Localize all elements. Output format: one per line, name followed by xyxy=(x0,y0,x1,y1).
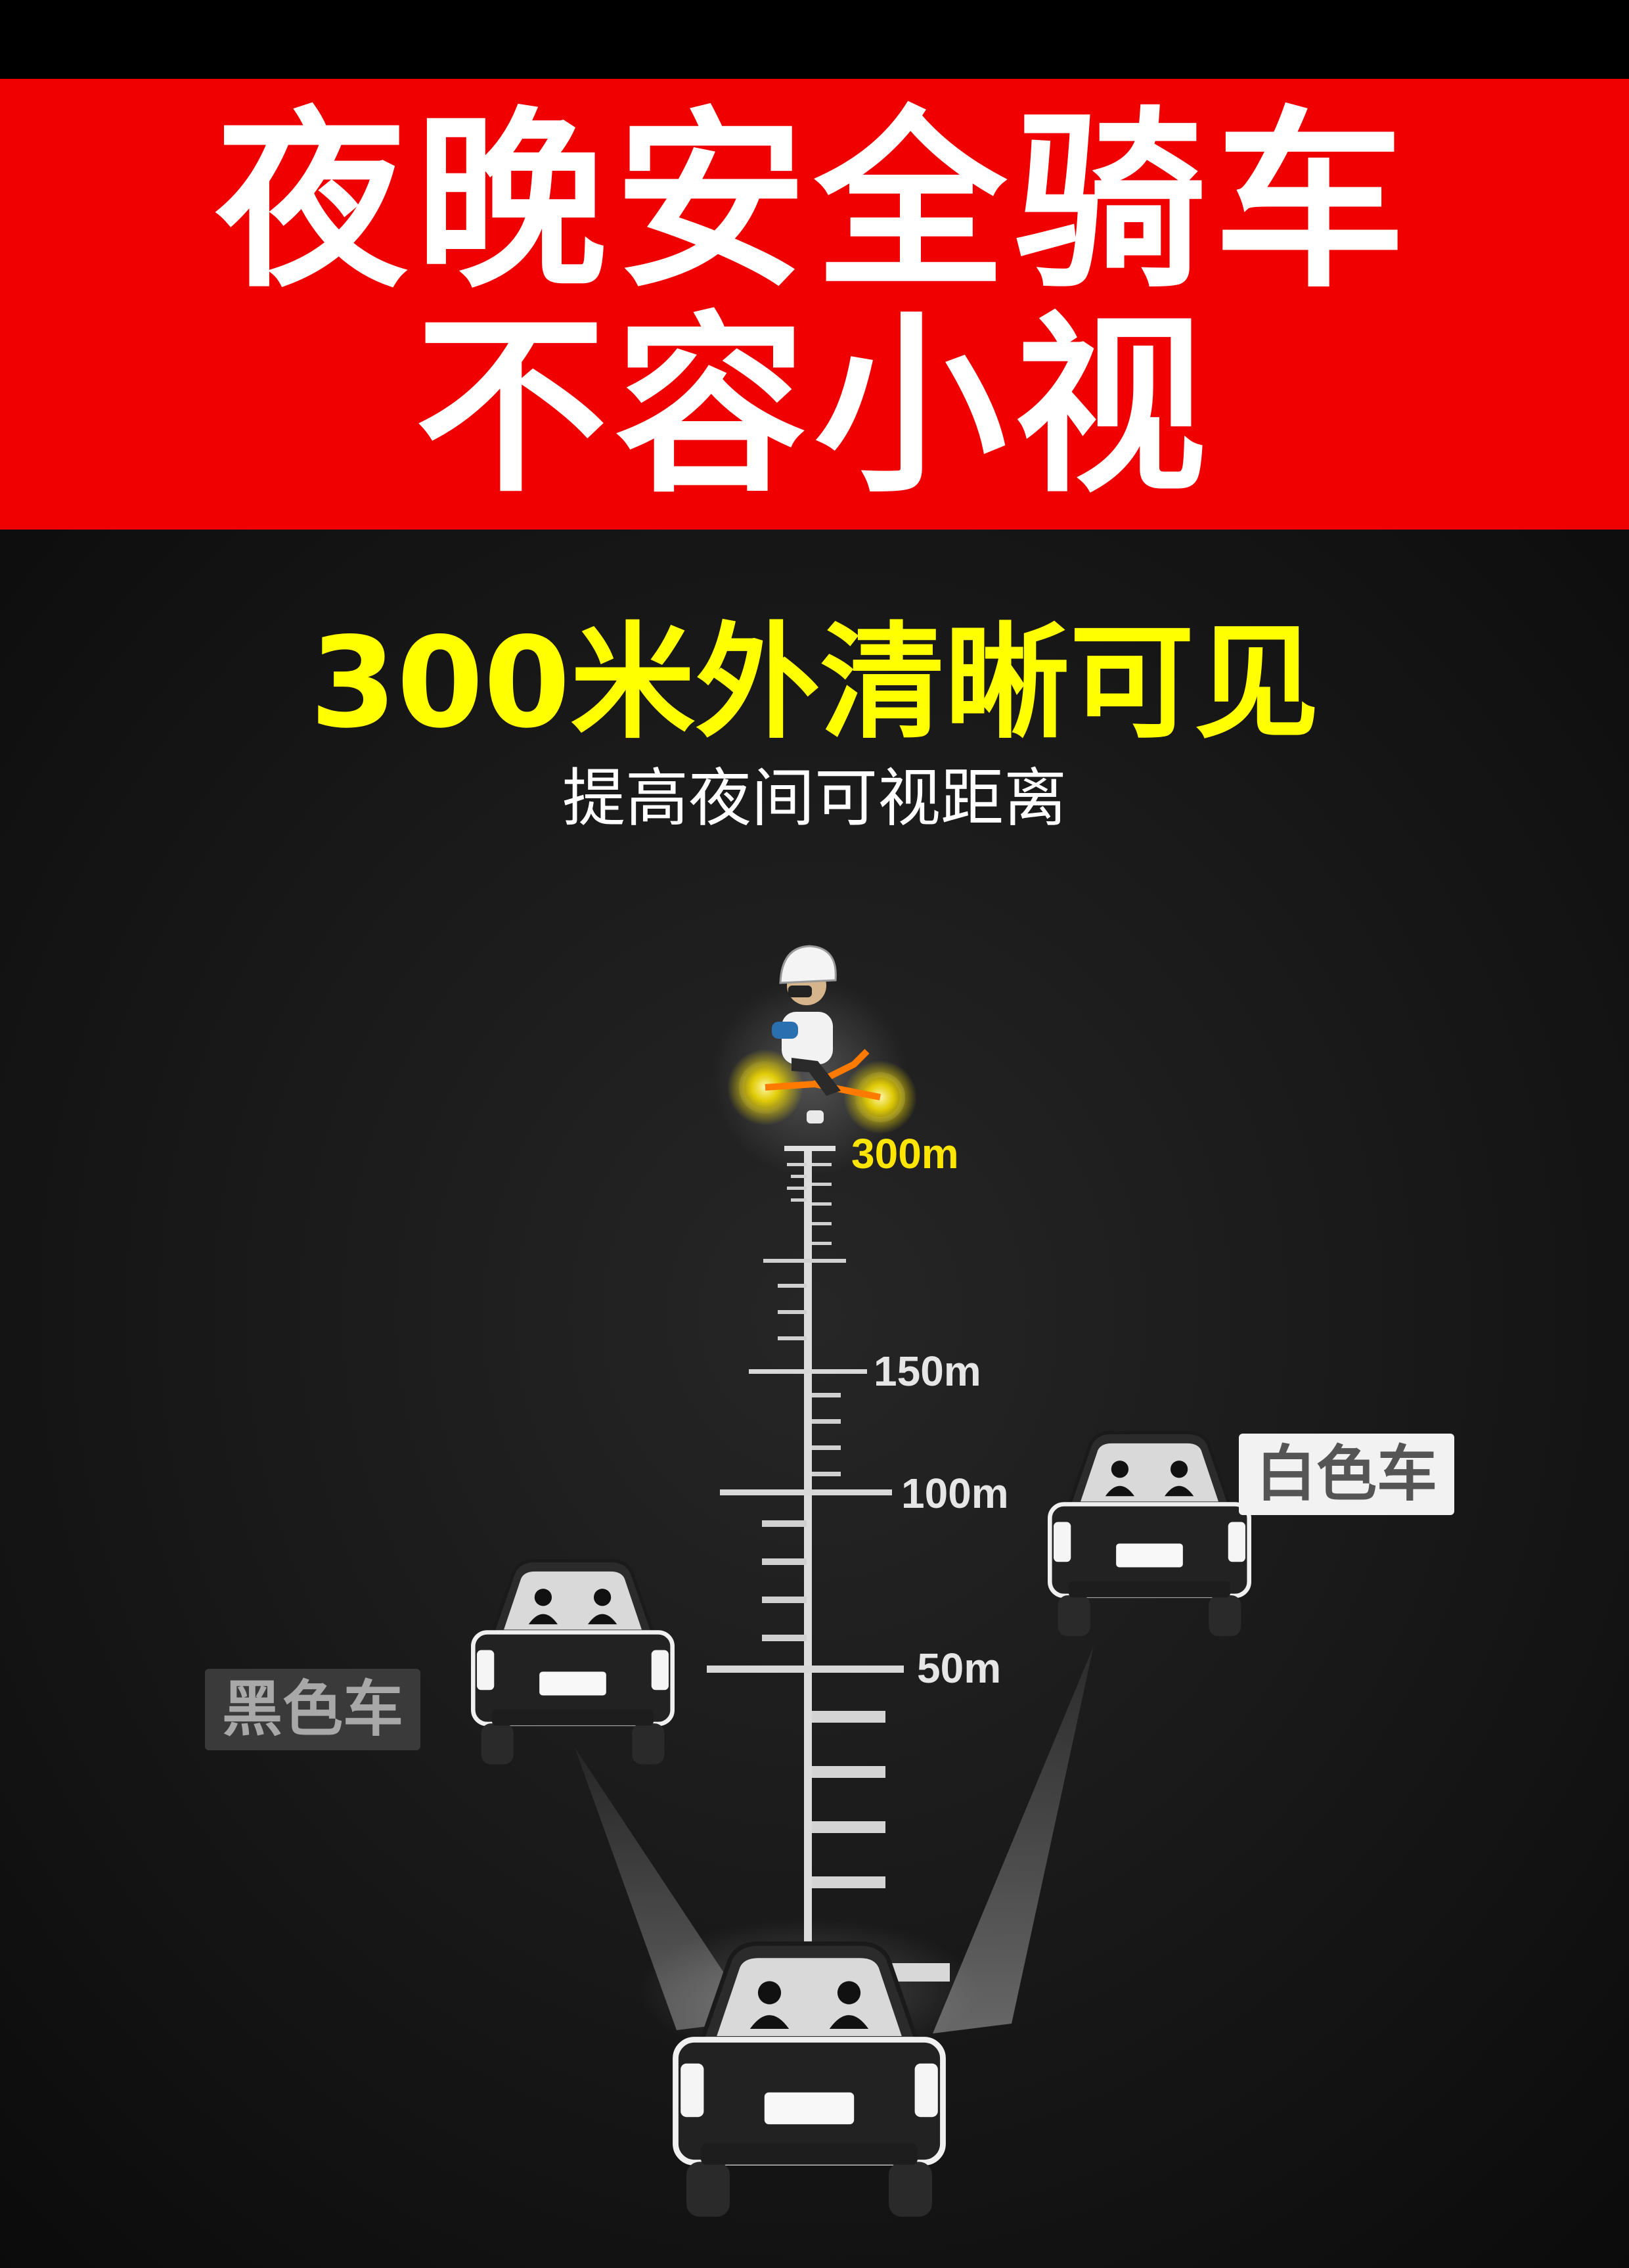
tick-150m xyxy=(749,1369,867,1374)
title-banner: 夜晚安全骑车 不容小视 xyxy=(0,79,1629,530)
banner-title-line-1: 夜晚安全骑车 xyxy=(215,90,1414,313)
tick-50m xyxy=(707,1666,904,1673)
subheadline: 提高夜间可视距离 xyxy=(562,761,1067,835)
distance-scale xyxy=(707,1146,950,1988)
white-car-label: 白色车 xyxy=(1239,1434,1455,1515)
black-car-label: 黑色车 xyxy=(205,1669,421,1750)
banner-title-line-2: 不容小视 xyxy=(415,295,1214,518)
distance-label-50m: 50m xyxy=(917,1644,1002,1692)
ticks-100-50 xyxy=(762,1520,807,1641)
ticks-150-100 xyxy=(812,1393,841,1476)
distance-label-100m: 100m xyxy=(901,1470,1009,1517)
tick-100m xyxy=(720,1489,892,1495)
cyclist-illustration xyxy=(711,945,917,1176)
distance-label-150m: 150m xyxy=(874,1348,981,1395)
headline: 300米外清晰可见 xyxy=(309,610,1320,756)
ticks-50-0 xyxy=(812,1711,885,1888)
top-strip xyxy=(0,0,1629,79)
white-car xyxy=(1050,1432,1249,1636)
distance-label-300m: 300m xyxy=(851,1130,959,1177)
black-car xyxy=(473,1560,672,1764)
white-car-beam xyxy=(933,1646,1094,2033)
